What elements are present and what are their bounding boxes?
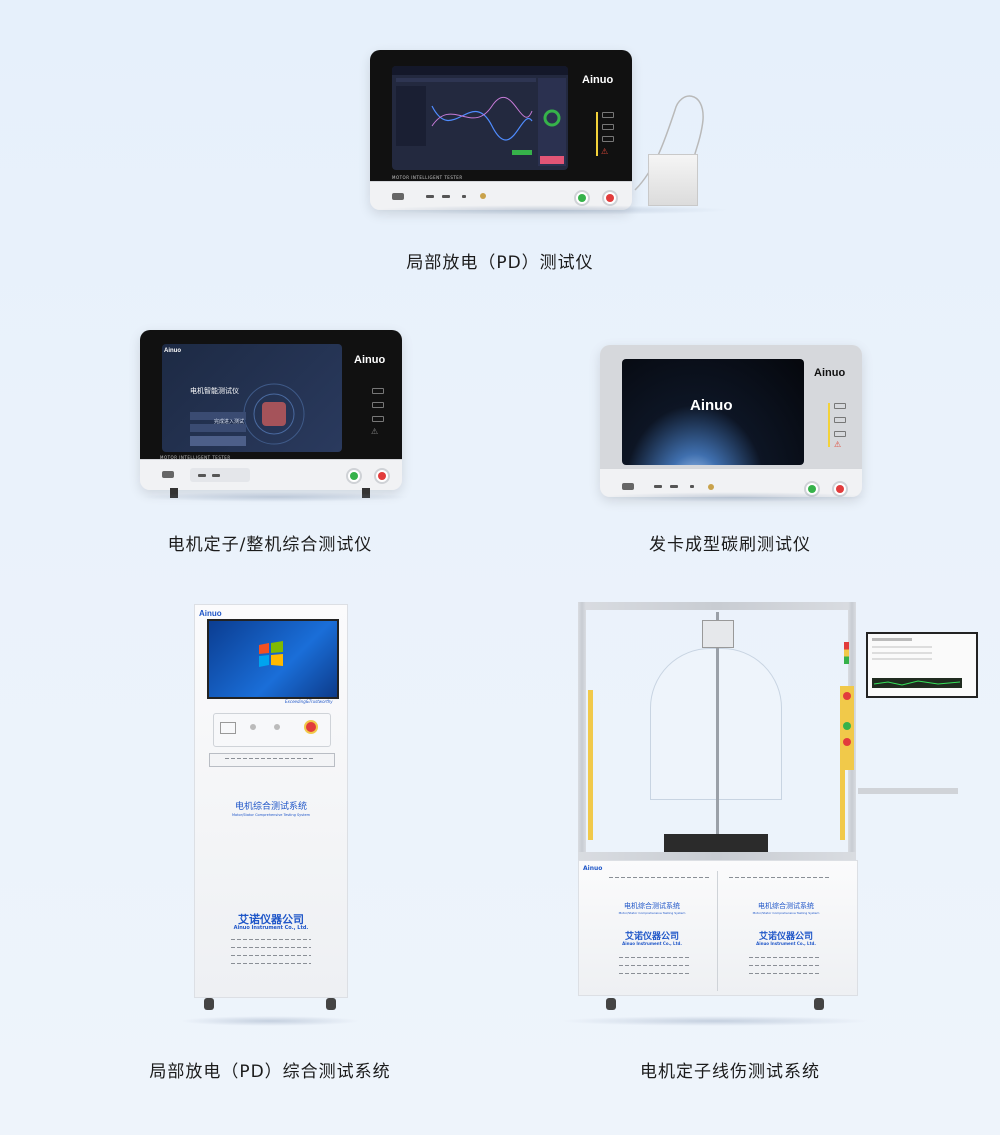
pd-sensor-box [648,154,698,206]
cabinet-company-en: Ainuo Instrument Co., Ltd. [233,925,309,931]
stator-stop-button[interactable] [374,468,390,484]
pd-tester-product: Ainuo ⚠ MOTOR INTELLIGENT TESTER [370,50,720,220]
caption-hairpin-tester: 发卡成型碳刷测试仪 [649,535,811,555]
right-door-system-en: Motor/Stator Comprehensive Testing Syste… [752,911,820,915]
stator-tester-screen [162,344,342,452]
right-door-system-cn: 电机综合测试系统 [758,902,814,910]
caption-pd-system: 局部放电（PD）综合测试系统 [149,1062,391,1082]
fixture-plate [664,834,768,852]
left-door-system-en: Motor/Stator Comprehensive Testing Syste… [618,911,686,915]
stator-screen-brand: Ainuo [164,348,181,354]
hairpin-tester-product: Ainuo Ainuo ⚠ MOTOR INTELLIGENT TESTER [600,345,862,505]
right-door-company-en: Ainuo Instrument Co., Ltd. [756,941,816,946]
stator-screen-button[interactable]: 完成进入测试 [214,419,245,425]
stator-damage-system-product: Ainuo 电机综合测试系统 Motor/Stator Comprehensiv… [578,602,978,1022]
warning-icon: ⚠ [834,440,842,449]
stator-tester-product: Ainuo 电机智能测试仪 完成进入测试 Ainuo ⚠ MOTOR INTEL… [140,330,402,500]
pd-tester-brand: Ainuo [582,74,614,86]
system-brand: Ainuo [583,865,603,872]
caption-pd-tester: 局部放电（PD）测试仪 [406,253,594,273]
cabinet-slogan: Exceeding&Trustworthy [285,699,333,704]
cabinet-system-cn: 电机综合测试系统 [234,802,307,812]
cabinet-brand: Ainuo [199,609,222,618]
hairpin-tester-screen [622,359,804,465]
caption-stator-tester: 电机定子/整机综合测试仪 [167,535,373,555]
stator-tester-model-label: MOTOR INTELLIGENT TESTER [160,455,231,460]
pd-screen-ui [392,66,568,166]
pd-tester-body: Ainuo ⚠ MOTOR INTELLIGENT TESTER [370,50,632,210]
emergency-stop-button[interactable] [304,720,318,734]
right-door-company-cn: 艾诺仪器公司 [758,932,813,942]
stator-screen-title: 电机智能测试仪 [190,387,239,395]
splash-brand: Ainuo [690,397,733,414]
left-door-system-cn: 电机综合测试系统 [624,902,680,910]
cabinet-company-cn: 艾诺仪器公司 [238,913,304,926]
hairpin-tester-brand: Ainuo [814,367,846,379]
cabinet-control-panel [213,713,331,747]
left-door-company-en: Ainuo Instrument Co., Ltd. [622,941,682,946]
cabinet-system-en: Motor/Stator Comprehensive Testing Syste… [231,813,311,817]
hairpin-start-button[interactable] [804,481,820,497]
left-door-company-cn: 艾诺仪器公司 [624,932,679,942]
pd-tester-model-label: MOTOR INTELLIGENT TESTER [392,175,463,180]
stator-start-button[interactable] [346,468,362,484]
hairpin-stop-button[interactable] [832,481,848,497]
pd-system-product: Ainuo Exceeding&Trustworthy 电机综合测试系统 Mot… [194,604,348,1024]
pd-tester-screen [392,66,568,170]
pd-start-button[interactable] [574,190,590,206]
pd-stop-button[interactable] [602,190,618,206]
caption-stator-damage-system: 电机定子线伤测试系统 [640,1062,820,1082]
warning-icon: ⚠ [601,147,609,156]
side-monitor [866,632,978,698]
stator-tester-brand: Ainuo [354,354,386,366]
cabinet-monitor [207,619,339,699]
warning-icon: ⚠ [371,427,379,436]
